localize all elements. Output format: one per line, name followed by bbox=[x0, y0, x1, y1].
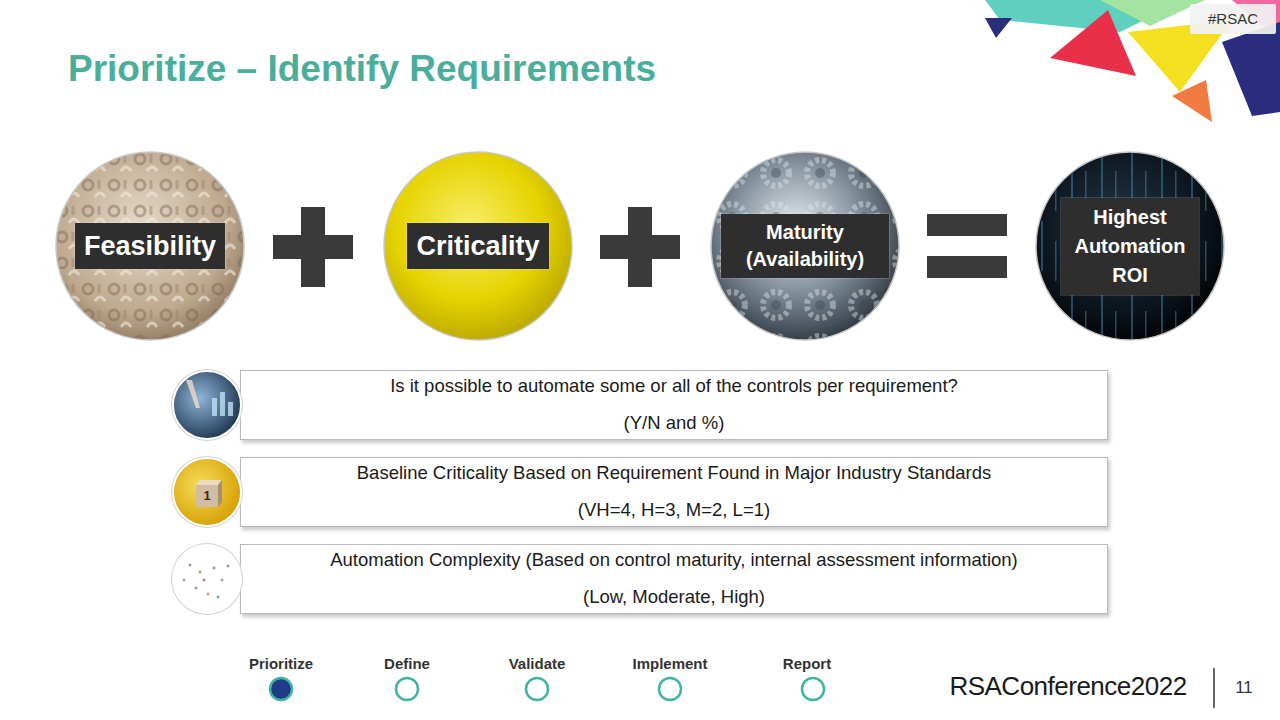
icon-ring bbox=[171, 369, 243, 441]
corner-triangle bbox=[1100, 0, 1205, 26]
conference-logo: RSAConference2022 bbox=[949, 672, 1186, 701]
circle-fill bbox=[384, 152, 572, 340]
corner-triangle bbox=[1222, 22, 1280, 116]
circle-fill bbox=[56, 152, 244, 340]
requirement-text: (VH=4, H=3, M=2, L=1) bbox=[241, 495, 1107, 525]
result-circle: Highest Automation ROI bbox=[1035, 151, 1225, 341]
plus-symbol bbox=[301, 207, 325, 287]
equals-symbol bbox=[927, 256, 1007, 278]
cube-icon bbox=[173, 458, 241, 526]
circle-fill bbox=[711, 152, 899, 340]
requirement-text: Is it possible to automate some or all o… bbox=[241, 371, 1107, 401]
step-label: Define bbox=[384, 656, 430, 673]
slide-title: Prioritize – Identify Requirements bbox=[68, 48, 656, 90]
dots-icon bbox=[173, 545, 241, 613]
plus-symbol bbox=[628, 207, 652, 287]
maturity-circle: Maturity (Availability) bbox=[710, 151, 900, 341]
chart-icon bbox=[173, 371, 241, 439]
circle-label: Feasibility bbox=[75, 223, 225, 269]
requirement-text: Automation Complexity (Based on control … bbox=[241, 545, 1107, 575]
step-dot bbox=[802, 678, 824, 700]
dots-icon-dot bbox=[199, 571, 202, 574]
cube-number: 1 bbox=[203, 489, 210, 503]
corner-tag-box bbox=[1190, 4, 1276, 34]
corner-triangle bbox=[985, 18, 1012, 38]
chart-icon-bar bbox=[220, 392, 225, 416]
dots-icon-dot bbox=[207, 593, 210, 596]
step-label: Implement bbox=[632, 656, 707, 673]
feasibility-circle: Feasibility bbox=[55, 151, 245, 341]
step-label: Report bbox=[783, 656, 831, 673]
corner-triangle bbox=[1172, 80, 1212, 122]
dots-icon-dot bbox=[195, 587, 198, 590]
step-dot bbox=[659, 678, 681, 700]
criticality-circle: Criticality bbox=[383, 151, 573, 341]
requirement-text: Baseline Criticality Based on Requiremen… bbox=[241, 458, 1107, 488]
step-dot bbox=[396, 678, 418, 700]
dots-icon-dot bbox=[183, 579, 186, 582]
equals-symbol bbox=[927, 214, 1007, 236]
requirement-box: Automation Complexity (Based on control … bbox=[240, 544, 1108, 614]
cube-front bbox=[196, 485, 218, 507]
requirement-text: (Low, Moderate, High) bbox=[241, 582, 1107, 612]
step-dot bbox=[526, 678, 548, 700]
circle-texture bbox=[57, 153, 243, 339]
dots-icon-dot bbox=[227, 565, 230, 568]
step-label: Validate bbox=[509, 656, 566, 673]
circle-label: Highest Automation ROI bbox=[1061, 198, 1199, 295]
cube-side bbox=[218, 480, 222, 507]
chart-icon-bar bbox=[212, 398, 217, 416]
corner-tag: #RSAC bbox=[1208, 11, 1258, 28]
dots-icon-dot bbox=[213, 567, 216, 570]
circle-fill bbox=[1036, 152, 1224, 340]
dots-icon-dot bbox=[221, 579, 224, 582]
circle-label: Criticality bbox=[407, 223, 548, 269]
circle-label: Maturity (Availability) bbox=[721, 214, 889, 278]
dots-icon-dot bbox=[203, 579, 206, 582]
page-number: 11 bbox=[1235, 679, 1253, 698]
dots-icon-dot bbox=[189, 564, 192, 567]
dots-icon-dot bbox=[217, 596, 220, 599]
icon-ring bbox=[171, 456, 243, 528]
requirement-box: Baseline Criticality Based on Requiremen… bbox=[240, 457, 1108, 527]
step-dot-active bbox=[270, 678, 292, 700]
chart-icon-bar bbox=[228, 402, 233, 416]
circle-texture bbox=[712, 153, 898, 339]
step-label: Prioritize bbox=[249, 656, 313, 673]
circle-texture bbox=[1037, 153, 1223, 339]
footer-divider bbox=[1213, 668, 1215, 708]
requirement-box: Is it possible to automate some or all o… bbox=[240, 370, 1108, 440]
hand-icon bbox=[186, 380, 200, 408]
icon-ring bbox=[171, 543, 243, 615]
corner-triangle bbox=[1050, 10, 1136, 76]
cube-top bbox=[196, 480, 222, 485]
requirement-text: (Y/N and %) bbox=[241, 408, 1107, 438]
